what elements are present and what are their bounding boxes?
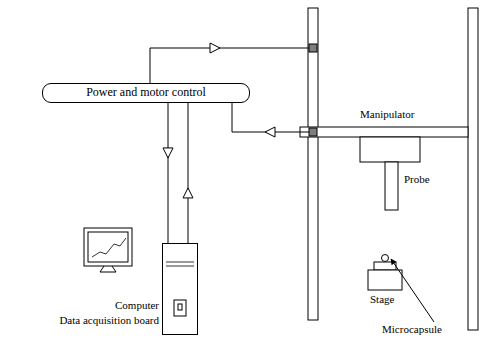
monitor-frame: [84, 228, 132, 266]
signal-triangle: [265, 127, 275, 137]
signal-triangle: [210, 43, 220, 53]
microcapsule-sample: [382, 255, 389, 262]
signal-connector: [163, 103, 173, 243]
monitor-screen: [88, 232, 128, 262]
motor-wire: [150, 48, 309, 84]
frame-post: [468, 8, 478, 330]
motor-wire: [232, 102, 309, 132]
drive-bay: [174, 300, 186, 316]
junction-box: [309, 128, 317, 136]
probe-holder: [360, 137, 420, 162]
box-title: Power and motor control: [43, 86, 249, 100]
control-box: Power and motor control: [42, 83, 250, 103]
computer-tower: ComputerData acquisition board: [162, 243, 198, 335]
stage-base: [368, 270, 402, 290]
part-label: Microcapsule: [382, 323, 442, 336]
power-button: [178, 304, 182, 310]
drive-slot: [166, 262, 194, 266]
junction-box: [309, 44, 317, 52]
stage-plate: [374, 262, 396, 270]
part-label: Stage: [370, 293, 394, 306]
device-label: Data acquisition board: [59, 314, 159, 327]
device-label: Computer: [115, 299, 159, 312]
part-label: Manipulator: [360, 108, 414, 121]
leader-line: [391, 259, 434, 322]
signal-connector: [183, 103, 193, 243]
screen-curve: [92, 238, 126, 257]
frame-post: [308, 8, 318, 320]
part-label: Probe: [404, 173, 430, 186]
probe-shaft: [385, 162, 398, 210]
manipulator-bar: [300, 127, 468, 137]
monitor-stand: [100, 266, 116, 272]
